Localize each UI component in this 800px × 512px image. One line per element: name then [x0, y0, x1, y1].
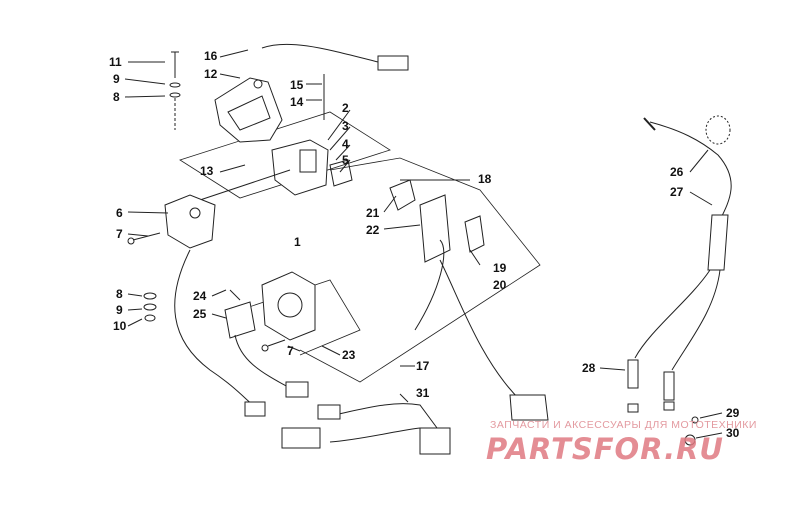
callout-7-top: 7	[116, 227, 123, 241]
throttle-housing	[224, 271, 316, 341]
callout-3: 3	[342, 119, 349, 133]
callout-8-bottom: 8	[116, 287, 123, 301]
callout-20: 20	[493, 278, 507, 292]
cable-17	[414, 239, 521, 401]
watermark-logo: PARTSFOR.RU	[486, 432, 724, 466]
callout-31: 31	[416, 386, 430, 400]
callout-11: 11	[109, 55, 122, 69]
callout-21: 21	[366, 206, 380, 220]
callout-8-top: 8	[113, 90, 120, 104]
bracket-12	[214, 77, 283, 143]
cable-16	[261, 43, 379, 63]
assembly-outline-1	[179, 111, 391, 199]
callout-2: 2	[342, 101, 349, 115]
callout-4: 4	[342, 137, 349, 151]
housing-6	[164, 194, 216, 249]
callout-9-bottom: 9	[116, 303, 123, 317]
callout-6: 6	[116, 206, 123, 220]
callout-12: 12	[204, 67, 218, 81]
callout-24: 24	[193, 289, 207, 303]
callout-30: 30	[726, 426, 740, 440]
switch-18	[389, 179, 485, 263]
callout-15: 15	[290, 78, 304, 92]
callout-13: 13	[200, 164, 214, 178]
callout-9-top: 9	[113, 72, 120, 86]
callout-28: 28	[582, 361, 596, 375]
callout-25: 25	[193, 307, 207, 321]
cable-7-harness	[174, 249, 261, 411]
callout-14: 14	[290, 95, 304, 109]
callout-29: 29	[726, 406, 740, 420]
callout-18: 18	[478, 172, 492, 186]
sensor-cable-27	[649, 121, 732, 221]
callout-1: 1	[294, 235, 301, 249]
callout-26: 26	[670, 165, 684, 179]
cable-25-harness	[234, 334, 291, 389]
switch-assembly	[199, 139, 353, 201]
callout-5: 5	[342, 153, 349, 167]
watermark-tagline: ЗАПЧАСТИ И АКСЕССУАРЫ ДЛЯ МОТОТЕХНИКИ	[490, 419, 757, 431]
callout-16: 16	[204, 49, 218, 63]
callout-17: 17	[416, 359, 430, 373]
callout-23: 23	[342, 348, 356, 362]
callout-22: 22	[366, 223, 380, 237]
callout-19: 19	[493, 261, 507, 275]
callout-27: 27	[670, 185, 684, 199]
assembly-outline-18	[299, 157, 541, 383]
callout-7-bottom: 7	[287, 344, 294, 358]
callout-10: 10	[113, 319, 127, 333]
